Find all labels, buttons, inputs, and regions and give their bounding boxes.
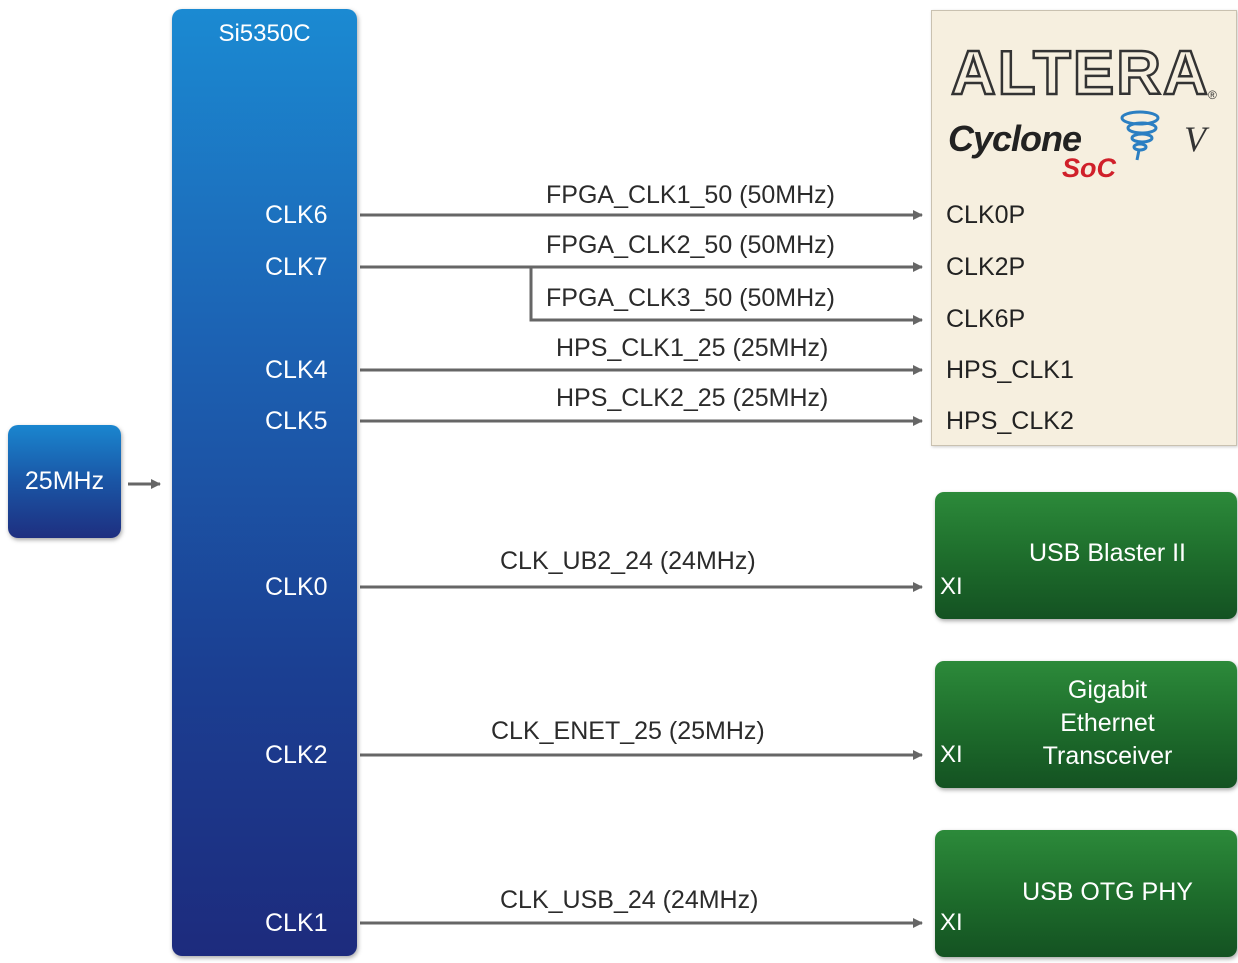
ethernet-label-line: Ethernet [1060,709,1155,737]
pin-clk5: CLK5 [265,407,328,435]
si5350c-chip [172,9,357,956]
cyclone-version: V [1184,119,1206,159]
usb-blaster-xi-pin: XI [940,573,963,600]
ethernet-transceiver-box [935,661,1237,788]
ethernet-xi-pin: XI [940,741,963,768]
cyclone-logo: Cyclone [948,118,1082,159]
pin-clk4: CLK4 [265,356,328,384]
signal-label: CLK_USB_24 (24MHz) [500,886,759,914]
registered-mark-icon: ® [1208,88,1217,102]
cyclone-swirl-icon [1120,110,1160,161]
signal-label: CLK_ENET_25 (25MHz) [491,717,765,745]
fpga-pin-hps-clk2: HPS_CLK2 [946,407,1074,435]
usb-otg-phy-box [935,830,1237,957]
clk7-branch-wire [529,267,923,325]
usb-otg-phy-label: USB OTG PHY [1022,878,1193,906]
signal-label: FPGA_CLK3_50 (50MHz) [546,284,836,312]
fpga-cyclone-v-soc [931,10,1237,446]
oscillator-25mhz: 25MHz [8,425,121,538]
chip-title: Si5350C [218,20,311,47]
signal-label: CLK_UB2_24 (24MHz) [500,547,756,575]
signal-label: FPGA_CLK2_50 (50MHz) [546,231,836,259]
pin-clk0: CLK0 [265,573,328,601]
usb-otg-xi-pin: XI [940,909,963,936]
signal-label: HPS_CLK2_25 (25MHz) [556,384,829,412]
fpga-pin-clk0p: CLK0P [946,201,1026,229]
pin-clk2: CLK2 [265,741,328,769]
soc-logo: SoC [1062,153,1116,183]
altera-logo: ALTERA [950,38,1210,110]
pin-clk1: CLK1 [265,909,328,937]
pin-clk6: CLK6 [265,201,328,229]
signal-label: FPGA_CLK1_50 (50MHz) [546,181,836,209]
signal-label: HPS_CLK1_25 (25MHz) [556,334,829,362]
usb-blaster-label: USB Blaster II [1029,539,1186,567]
fpga-pin-hps-clk1: HPS_CLK1 [946,356,1074,384]
fpga-pin-clk2p: CLK2P [946,253,1026,281]
usb-blaster-box [935,492,1237,619]
ethernet-label-line: Transceiver [1042,742,1173,770]
pin-clk7: CLK7 [265,253,328,281]
fpga-pin-clk6p: CLK6P [946,305,1026,333]
ethernet-label-line: Gigabit [1067,676,1148,704]
oscillator-label: 25MHz [24,467,105,495]
